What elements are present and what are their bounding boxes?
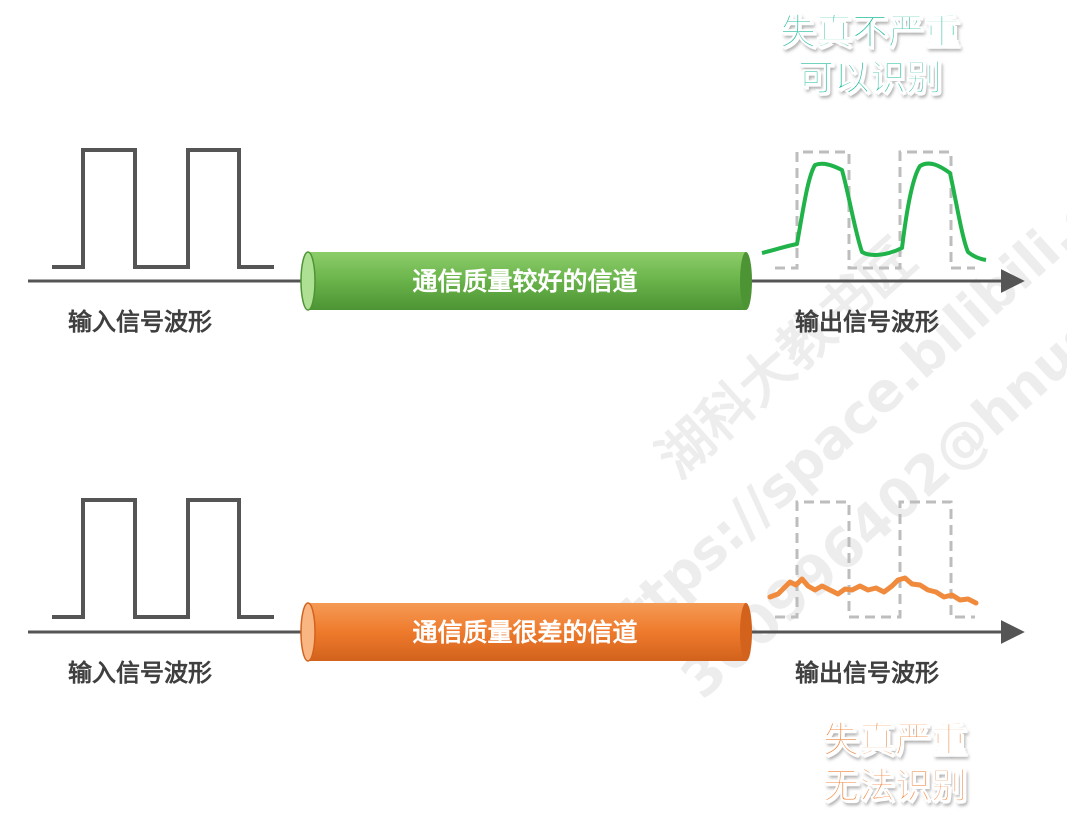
top-pipe-left-end <box>300 251 316 311</box>
top-result-headline: 失真不严重 可以识别 <box>779 12 960 100</box>
top-row: 通信质量较好的信道 <box>28 148 1025 311</box>
bottom-bad-channel-pipe: 通信质量很差的信道 <box>300 602 752 662</box>
bottom-input-square-wave <box>52 498 274 619</box>
bottom-pipe-left-end <box>300 602 316 662</box>
bottom-input-label: 输入信号波形 <box>68 659 212 687</box>
top-input-square-wave <box>52 148 274 269</box>
bottom-pipe-body <box>308 603 746 661</box>
top-output-distorted-wave <box>761 161 987 262</box>
bottom-channel-label: 通信质量很差的信道 <box>412 618 637 647</box>
top-channel-label: 通信质量较好的信道 <box>412 267 637 296</box>
top-pipe-right-end <box>740 252 752 310</box>
top-reference-square-wave <box>775 150 975 270</box>
top-output-label: 输出信号波形 <box>795 308 939 336</box>
top-good-channel-pipe: 通信质量较好的信道 <box>300 251 752 311</box>
bottom-reference-square-wave <box>775 500 975 619</box>
bottom-output-label: 输出信号波形 <box>795 659 939 687</box>
bottom-output-distorted-wave <box>767 575 979 606</box>
bottom-row: 通信质量很差的信道 <box>28 498 1025 662</box>
top-input-label: 输入信号波形 <box>68 308 212 336</box>
top-pipe-body <box>308 252 746 310</box>
bottom-pipe-right-end <box>740 603 752 661</box>
bottom-result-headline: 失真严重 无法识别 <box>822 720 967 808</box>
